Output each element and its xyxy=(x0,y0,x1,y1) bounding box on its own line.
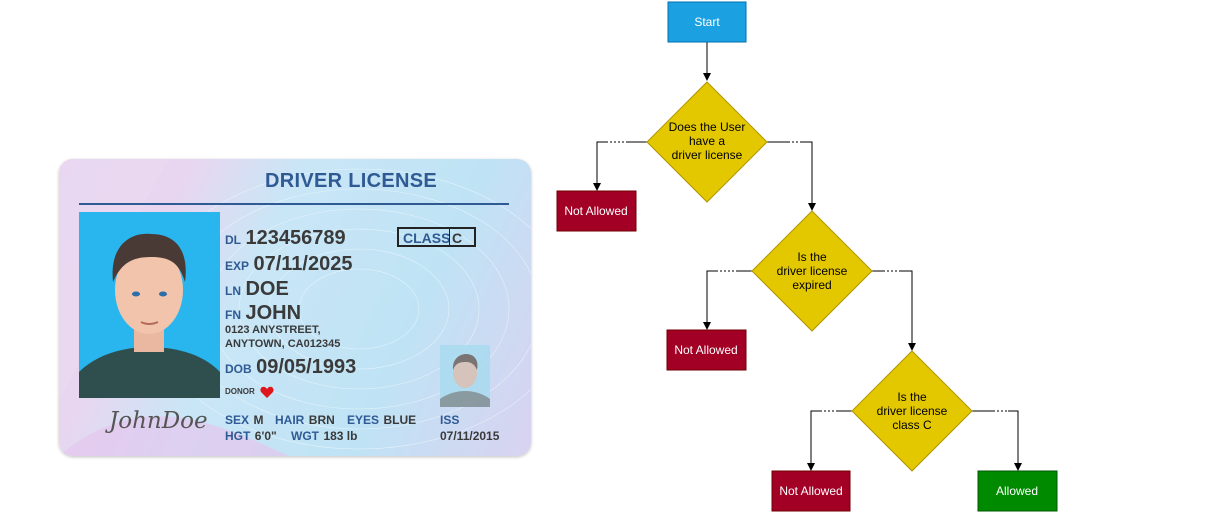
fn-value: JOHN xyxy=(245,302,302,324)
not-allowed-label-2: Not Allowed xyxy=(674,343,737,357)
decision1-line2: have a xyxy=(689,134,725,148)
weight-field: WGT 183 lb xyxy=(291,427,357,445)
iss-value: 07/11/2015 xyxy=(440,429,500,443)
hgt-label: HGT xyxy=(225,429,251,443)
exp-value: 07/11/2025 xyxy=(253,253,353,275)
expiry-field: EXP 07/11/2025 xyxy=(225,253,352,276)
dl-value: 123456789 xyxy=(245,227,346,249)
decision1-line3: driver license xyxy=(672,148,743,162)
height-field: HGT 6'0" xyxy=(225,427,277,445)
hgt-value: 6'0" xyxy=(254,429,277,443)
driver-license-card: DRIVER LICENSE DL 123456789 CLASS C EXP … xyxy=(59,159,531,456)
decision3-line3: class C xyxy=(892,418,932,432)
card-title: DRIVER LICENSE xyxy=(265,170,438,192)
eyes-label: EYES xyxy=(347,413,380,427)
title-divider xyxy=(79,203,509,205)
not-allowed-node-3: Not Allowed xyxy=(771,470,851,512)
dob-field: DOB 09/05/1993 xyxy=(225,356,356,379)
not-allowed-label-3: Not Allowed xyxy=(779,484,842,498)
donor-label: DONOR xyxy=(225,387,255,396)
fn-label: FN xyxy=(225,308,241,322)
ln-value: DOE xyxy=(245,278,289,300)
eyes-value: BLUE xyxy=(383,413,417,427)
iss-value-field: 07/11/2015 xyxy=(440,427,499,445)
connector-d1-no xyxy=(593,141,648,191)
wgt-value: 183 lb xyxy=(323,429,358,443)
exp-label: EXP xyxy=(225,259,250,273)
decision3-line2: driver license xyxy=(877,404,948,418)
connector-d3-yes xyxy=(972,410,1022,471)
first-name-field: FN JOHN xyxy=(225,302,301,325)
edge-label-gaps xyxy=(608,141,1008,412)
decision3-line1: Is the xyxy=(897,390,927,404)
wgt-label: WGT xyxy=(291,429,319,443)
class-separator xyxy=(449,229,450,245)
decision1-line1: Does the User xyxy=(669,120,746,134)
not-allowed-node-1: Not Allowed xyxy=(556,190,637,232)
class-label: CLASS xyxy=(403,230,451,246)
allowed-label: Allowed xyxy=(996,484,1038,498)
ghost-portrait-photo xyxy=(440,345,490,407)
eyes-field: EYES BLUE xyxy=(347,411,416,429)
start-label: Start xyxy=(694,15,720,29)
connector-d3-no xyxy=(807,410,852,471)
allowed-node: Allowed xyxy=(977,470,1058,512)
dl-label: DL xyxy=(225,233,241,247)
person-portrait-icon xyxy=(79,233,220,398)
decision2-line3: expired xyxy=(792,278,831,292)
address-line-1: 0123 ANYSTREET, xyxy=(225,324,321,336)
person-portrait-icon xyxy=(440,354,490,407)
decision-has-license: Does the User have a driver license xyxy=(646,81,768,203)
hair-label: HAIR xyxy=(275,413,305,427)
last-name-field: LN DOE xyxy=(225,278,289,301)
ln-label: LN xyxy=(225,284,241,298)
class-value: C xyxy=(452,230,463,246)
connector-d2-yes xyxy=(703,270,752,330)
portrait-photo xyxy=(79,212,220,398)
dob-label: DOB xyxy=(225,362,252,376)
address-line-2: ANYTOWN, CA012345 xyxy=(225,338,341,350)
decision2-line1: Is the xyxy=(797,250,827,264)
iss-label: ISS xyxy=(440,413,460,427)
heart-icon xyxy=(260,386,274,398)
dob-value: 09/05/1993 xyxy=(256,356,357,378)
address: 0123 ANYSTREET, ANYTOWN, CA012345 xyxy=(225,323,340,351)
decision-license-class-c: Is the driver license class C xyxy=(851,350,973,472)
decision2-line2: driver license xyxy=(777,264,848,278)
not-allowed-label-1: Not Allowed xyxy=(564,204,627,218)
class-box: CLASS C xyxy=(397,227,476,247)
iss-label-field: ISS xyxy=(440,411,459,429)
dl-number-field: DL 123456789 xyxy=(225,227,346,250)
decision-license-expired: Is the driver license expired xyxy=(751,210,873,332)
hair-value: BRN xyxy=(308,413,335,427)
sex-value: M xyxy=(253,413,264,427)
hair-field: HAIR BRN xyxy=(275,411,335,429)
sex-label: SEX xyxy=(225,413,250,427)
connector-d2-no xyxy=(872,270,916,351)
not-allowed-node-2: Not Allowed xyxy=(666,329,747,371)
sex-field: SEX M xyxy=(225,411,263,429)
connector-d1-yes xyxy=(767,141,816,211)
signature: JohnDoe xyxy=(109,408,208,434)
start-node: Start xyxy=(667,1,747,43)
